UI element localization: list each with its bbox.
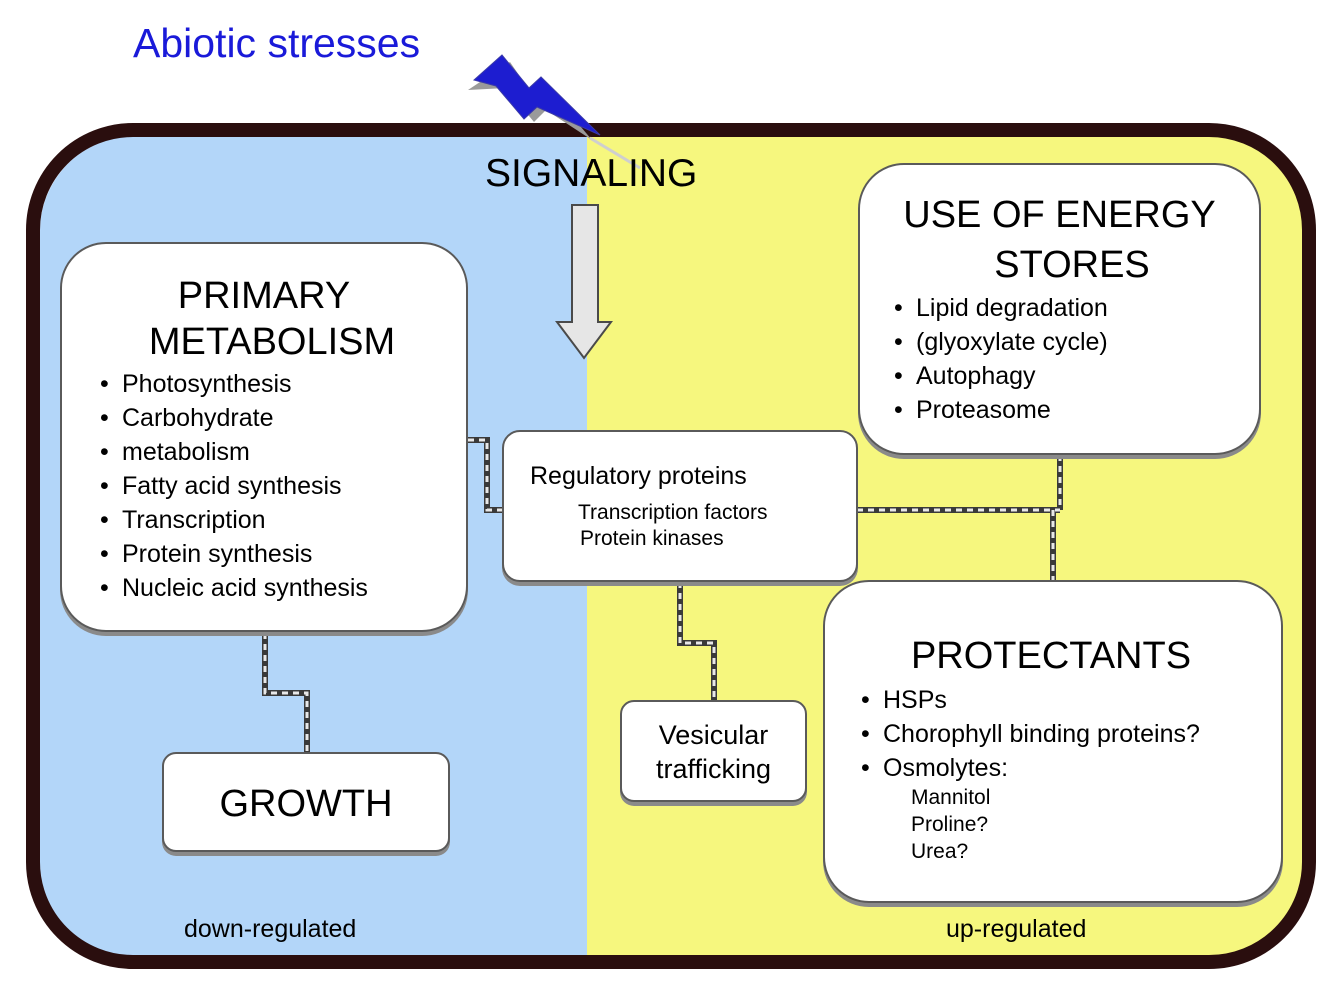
list-item: Transcription: [98, 503, 368, 537]
primary-metabolism-box: PRIMARY METABOLISM Photosynthesis Carboh…: [60, 242, 468, 632]
signaling-arrow-icon: [555, 204, 613, 360]
energy-stores-box: USE OF ENERGY STORES Lipid degradation (…: [858, 163, 1261, 455]
osmolyte-item: Mannitol: [911, 786, 991, 809]
list-item-text: (glyoxylate cycle): [916, 328, 1108, 356]
signaling-label: SIGNALING: [485, 152, 698, 195]
list-item: Protein synthesis: [98, 537, 368, 571]
list-item: Photosynthesis: [98, 367, 368, 401]
vesicular-line2: trafficking: [655, 754, 772, 784]
list-item: Chorophyll binding proteins?: [859, 717, 1200, 751]
protectants-list: HSPs Chorophyll binding proteins? Osmoly…: [859, 683, 1200, 785]
list-item-continuation: (glyoxylate cycle): [892, 325, 1108, 359]
vesicular-line1: Vesicular: [658, 720, 769, 750]
down-regulated-label: down-regulated: [184, 915, 357, 943]
vesicular-trafficking-box: Vesicular trafficking: [620, 700, 807, 802]
primary-metabolism-list: Photosynthesis Carbohydrate metabolism F…: [98, 367, 368, 605]
connectors: [262, 437, 1063, 752]
regulatory-item: Protein kinases: [580, 527, 724, 550]
up-regulated-label: up-regulated: [946, 915, 1087, 943]
bolt-streak: [589, 136, 641, 170]
protectants-title: PROTECTANTS: [910, 635, 1192, 677]
energy-stores-title-line2: STORES: [994, 244, 1150, 286]
growth-label: GROWTH: [219, 783, 393, 825]
list-item-continuation: metabolism: [98, 435, 368, 469]
energy-stores-title-line1: USE OF ENERGY: [903, 194, 1216, 236]
list-item: HSPs: [859, 683, 1200, 717]
osmolyte-item: Proline?: [911, 813, 989, 836]
primary-metabolism-title-line1: PRIMARY: [177, 275, 351, 317]
protectants-box: PROTECTANTS HSPs Chorophyll binding prot…: [823, 580, 1283, 903]
regulatory-proteins-title: Regulatory proteins: [530, 462, 747, 490]
list-item: Lipid degradation: [892, 291, 1108, 325]
list-item: Nucleic acid synthesis: [98, 571, 368, 605]
growth-box: GROWTH: [162, 752, 450, 852]
list-item: Carbohydrate: [98, 401, 368, 435]
list-item: Autophagy: [892, 359, 1108, 393]
list-item: Proteasome: [892, 393, 1108, 427]
osmolyte-item: Urea?: [911, 840, 969, 863]
primary-metabolism-title-line2: METABOLISM: [148, 321, 396, 363]
regulatory-proteins-box: Regulatory proteins Transcription factor…: [502, 430, 858, 582]
cell-border: [26, 123, 1316, 969]
diagram-title: Abiotic stresses: [133, 20, 421, 66]
lightning-bolt-icon: [472, 54, 601, 136]
list-item: Osmolytes:: [859, 751, 1200, 785]
list-item-text: metabolism: [122, 438, 250, 466]
energy-stores-list: Lipid degradation (glyoxylate cycle) Aut…: [892, 291, 1108, 427]
regulatory-item: Transcription factors: [578, 501, 768, 524]
list-item: Fatty acid synthesis: [98, 469, 368, 503]
